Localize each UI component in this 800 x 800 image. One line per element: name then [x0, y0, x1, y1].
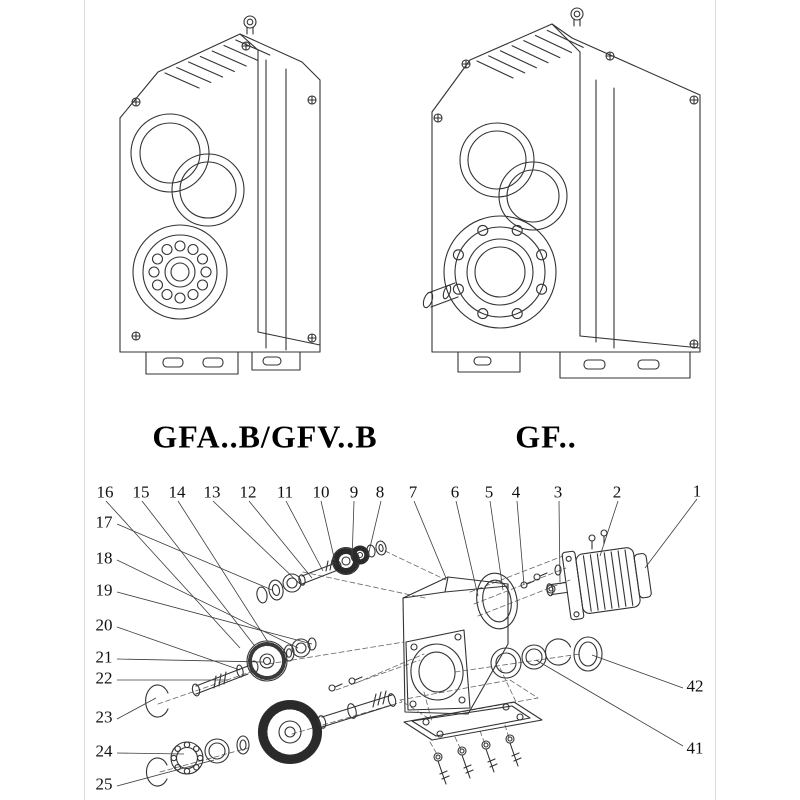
part-number-callout: 2 — [612, 482, 622, 502]
part-number-callout: 42 — [686, 676, 704, 696]
part-number-callout: 10 — [312, 482, 330, 502]
part-number-callout: 41 — [686, 738, 704, 758]
output-shaft — [422, 283, 458, 309]
input-bearing-bosses — [131, 114, 244, 226]
gearbox-drawing-gfa-b — [120, 16, 320, 374]
part-number-callout: 6 — [450, 482, 460, 502]
lifting-plug — [571, 8, 583, 26]
part-number-callout: 20 — [95, 615, 113, 635]
gasket-and-fasteners — [472, 565, 561, 632]
base-bolts — [434, 735, 521, 784]
page-edge-right — [715, 0, 716, 800]
hollow-shaft-bearing — [133, 225, 227, 319]
motor-adapter — [542, 530, 653, 623]
part-number-callout: 5 — [484, 482, 494, 502]
gearbox-housing-outline — [432, 24, 700, 352]
part-number-callout: 7 — [408, 482, 418, 502]
part-number-callout: 3 — [553, 482, 563, 502]
part-number-callout: 24 — [95, 741, 113, 761]
model-label-gf: GF.. — [515, 418, 577, 455]
part-number-callout: 21 — [95, 647, 113, 667]
part-number-callout: 11 — [276, 482, 294, 502]
part-number-callout: 25 — [95, 774, 113, 794]
part-number-callout: 4 — [511, 482, 521, 502]
part-number-callout: 19 — [95, 580, 113, 600]
top-ribs — [165, 40, 270, 88]
part-number-callout: 23 — [95, 707, 113, 727]
part-number-callout: 17 — [95, 512, 113, 532]
page-edge-left — [84, 0, 85, 800]
gear-housing — [403, 577, 508, 714]
output-gear-parts — [146, 677, 396, 786]
mounting-feet — [458, 352, 690, 378]
top-ribs — [477, 30, 583, 78]
part-number-callout: 12 — [239, 482, 257, 502]
input-shaft-parts — [256, 540, 387, 604]
intermediate-gear-parts — [146, 638, 316, 717]
part-number-callout: 18 — [95, 548, 113, 568]
part-number-callout: 9 — [349, 482, 359, 502]
input-bearing-bosses — [460, 123, 567, 230]
part-number-callout: 13 — [203, 482, 221, 502]
model-label-gfab-gfvb: GFA..B/GFV..B — [152, 418, 378, 455]
base-plate — [400, 680, 542, 740]
corner-screws — [132, 42, 316, 342]
part-number-callout: 14 — [168, 482, 186, 502]
exploded-parts-diagram — [146, 530, 654, 786]
lifting-plug — [244, 16, 256, 34]
part-number-callout: 16 — [96, 482, 114, 502]
gearbox-housing-outline — [120, 34, 320, 352]
leader-lines — [106, 499, 697, 786]
part-number-callout: 15 — [132, 482, 150, 502]
corner-screws — [434, 52, 698, 348]
retaining-rings — [491, 637, 602, 678]
output-flange — [444, 216, 556, 328]
part-number-callout: 8 — [375, 482, 385, 502]
gearbox-drawing-gf — [422, 8, 700, 378]
part-number-callout: 22 — [95, 668, 113, 688]
part-number-callout: 1 — [692, 481, 702, 501]
mounting-feet — [146, 352, 300, 374]
